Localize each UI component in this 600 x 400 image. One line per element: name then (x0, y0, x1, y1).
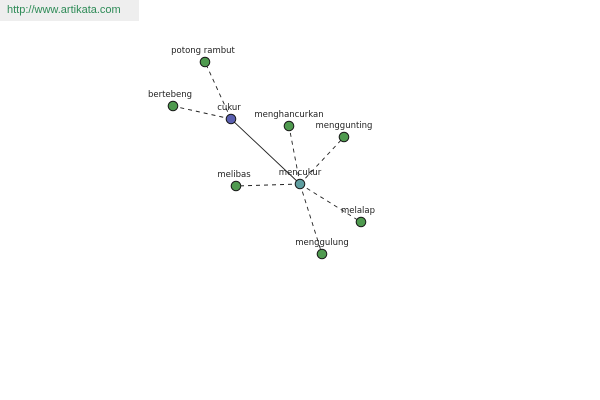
node-cukur[interactable]: cukur (217, 103, 241, 125)
node-melalap[interactable]: melalap (341, 206, 375, 228)
edge-mencukur-melalap (299, 183, 362, 223)
edge-cukur-mencukur (230, 118, 301, 185)
node-label-bertebeng: bertebeng (148, 90, 192, 100)
node-melibas[interactable]: melibas (217, 170, 251, 192)
node-label-melalap: melalap (341, 206, 375, 216)
node-dot-menggulung[interactable] (316, 248, 328, 260)
edge-cukur-potong-rambut (204, 61, 232, 120)
node-label-melibas: melibas (217, 170, 251, 180)
edges-layer (172, 61, 362, 255)
node-dot-mencukur[interactable] (294, 178, 306, 190)
node-dot-bertebeng[interactable] (167, 100, 179, 112)
edge-mencukur-melibas (235, 183, 301, 187)
edge-mencukur-menggunting (299, 136, 345, 185)
node-dot-menghancurkan[interactable] (283, 120, 295, 132)
node-mencukur[interactable]: mencukur (279, 168, 322, 190)
node-dot-cukur[interactable] (225, 113, 237, 125)
node-menggunting[interactable]: menggunting (316, 121, 373, 143)
node-dot-potong-rambut[interactable] (199, 56, 211, 68)
node-menghancurkan[interactable]: menghancurkan (254, 110, 324, 132)
edge-mencukur-menghancurkan (288, 125, 301, 185)
node-label-menghancurkan: menghancurkan (254, 110, 323, 120)
nodes-layer: potong rambut bertebeng cukur menghancurkan… (148, 46, 375, 260)
node-label-menggunting: menggunting (316, 121, 373, 131)
node-label-cukur: cukur (217, 103, 241, 113)
node-label-menggulung: menggulung (295, 238, 349, 248)
watermark-url: http://www.artikata.com (0, 0, 139, 21)
node-label-potong-rambut: potong rambut (171, 46, 235, 56)
node-menggulung[interactable]: menggulung (295, 238, 349, 260)
edge-cukur-bertebeng (172, 105, 232, 120)
node-dot-melalap[interactable] (355, 216, 367, 228)
node-dot-melibas[interactable] (230, 180, 242, 192)
node-bertebeng[interactable]: bertebeng (148, 90, 192, 112)
node-potong-rambut[interactable]: potong rambut (171, 46, 236, 68)
node-dot-menggunting[interactable] (338, 131, 350, 143)
node-label-mencukur: mencukur (279, 168, 322, 178)
